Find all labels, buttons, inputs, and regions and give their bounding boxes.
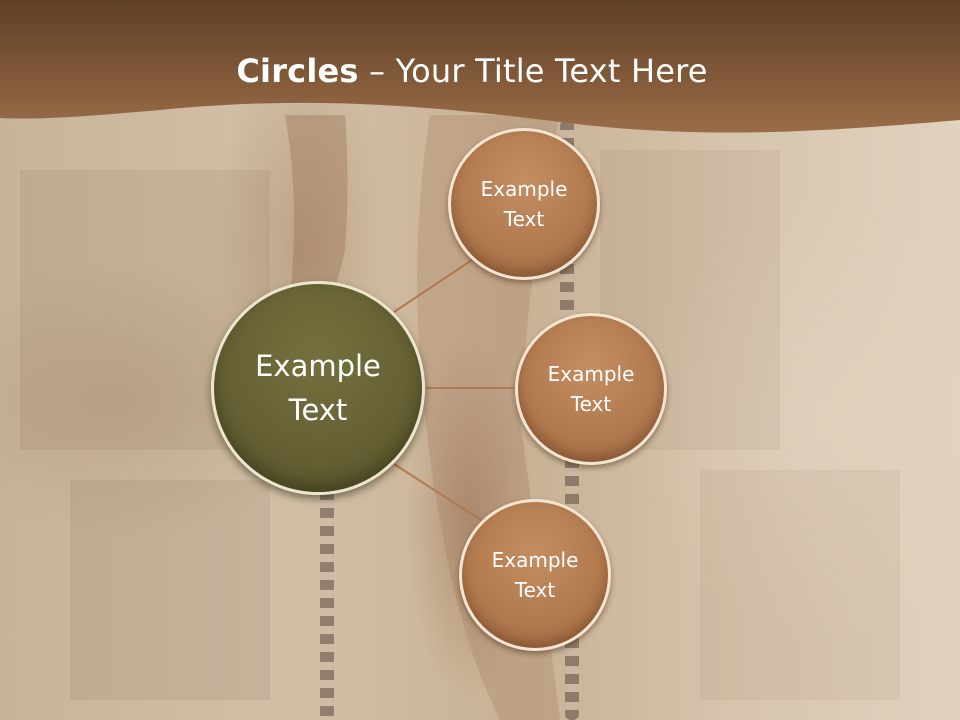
node-circle-3-label-line1: Example: [491, 548, 579, 572]
chain-decoration: [320, 490, 334, 720]
center-circle: Example Text: [211, 281, 425, 495]
node-circle-2: Example Text: [515, 313, 667, 465]
node-circle-3: Example Text: [459, 499, 611, 651]
center-circle-label-line1: Example: [255, 349, 381, 383]
node-circle-1-label-line2: Text: [503, 207, 545, 231]
title-rest: – Your Title Text Here: [358, 52, 708, 90]
connector-line-1: [393, 255, 479, 313]
title-band: [0, 0, 960, 133]
node-circle-3-label-line2: Text: [514, 578, 556, 602]
node-circle-2-label-line2: Text: [570, 392, 612, 416]
node-circle-2-label-line1: Example: [547, 362, 635, 386]
connector-line-3: [393, 463, 485, 523]
node-circle-1-label-line1: Example: [480, 177, 568, 201]
title-bold-word: Circles: [236, 52, 359, 90]
node-circle-1: Example Text: [448, 128, 600, 280]
center-circle-label-line2: Text: [288, 393, 348, 427]
slide-title: Circles – Your Title Text Here: [0, 52, 944, 90]
